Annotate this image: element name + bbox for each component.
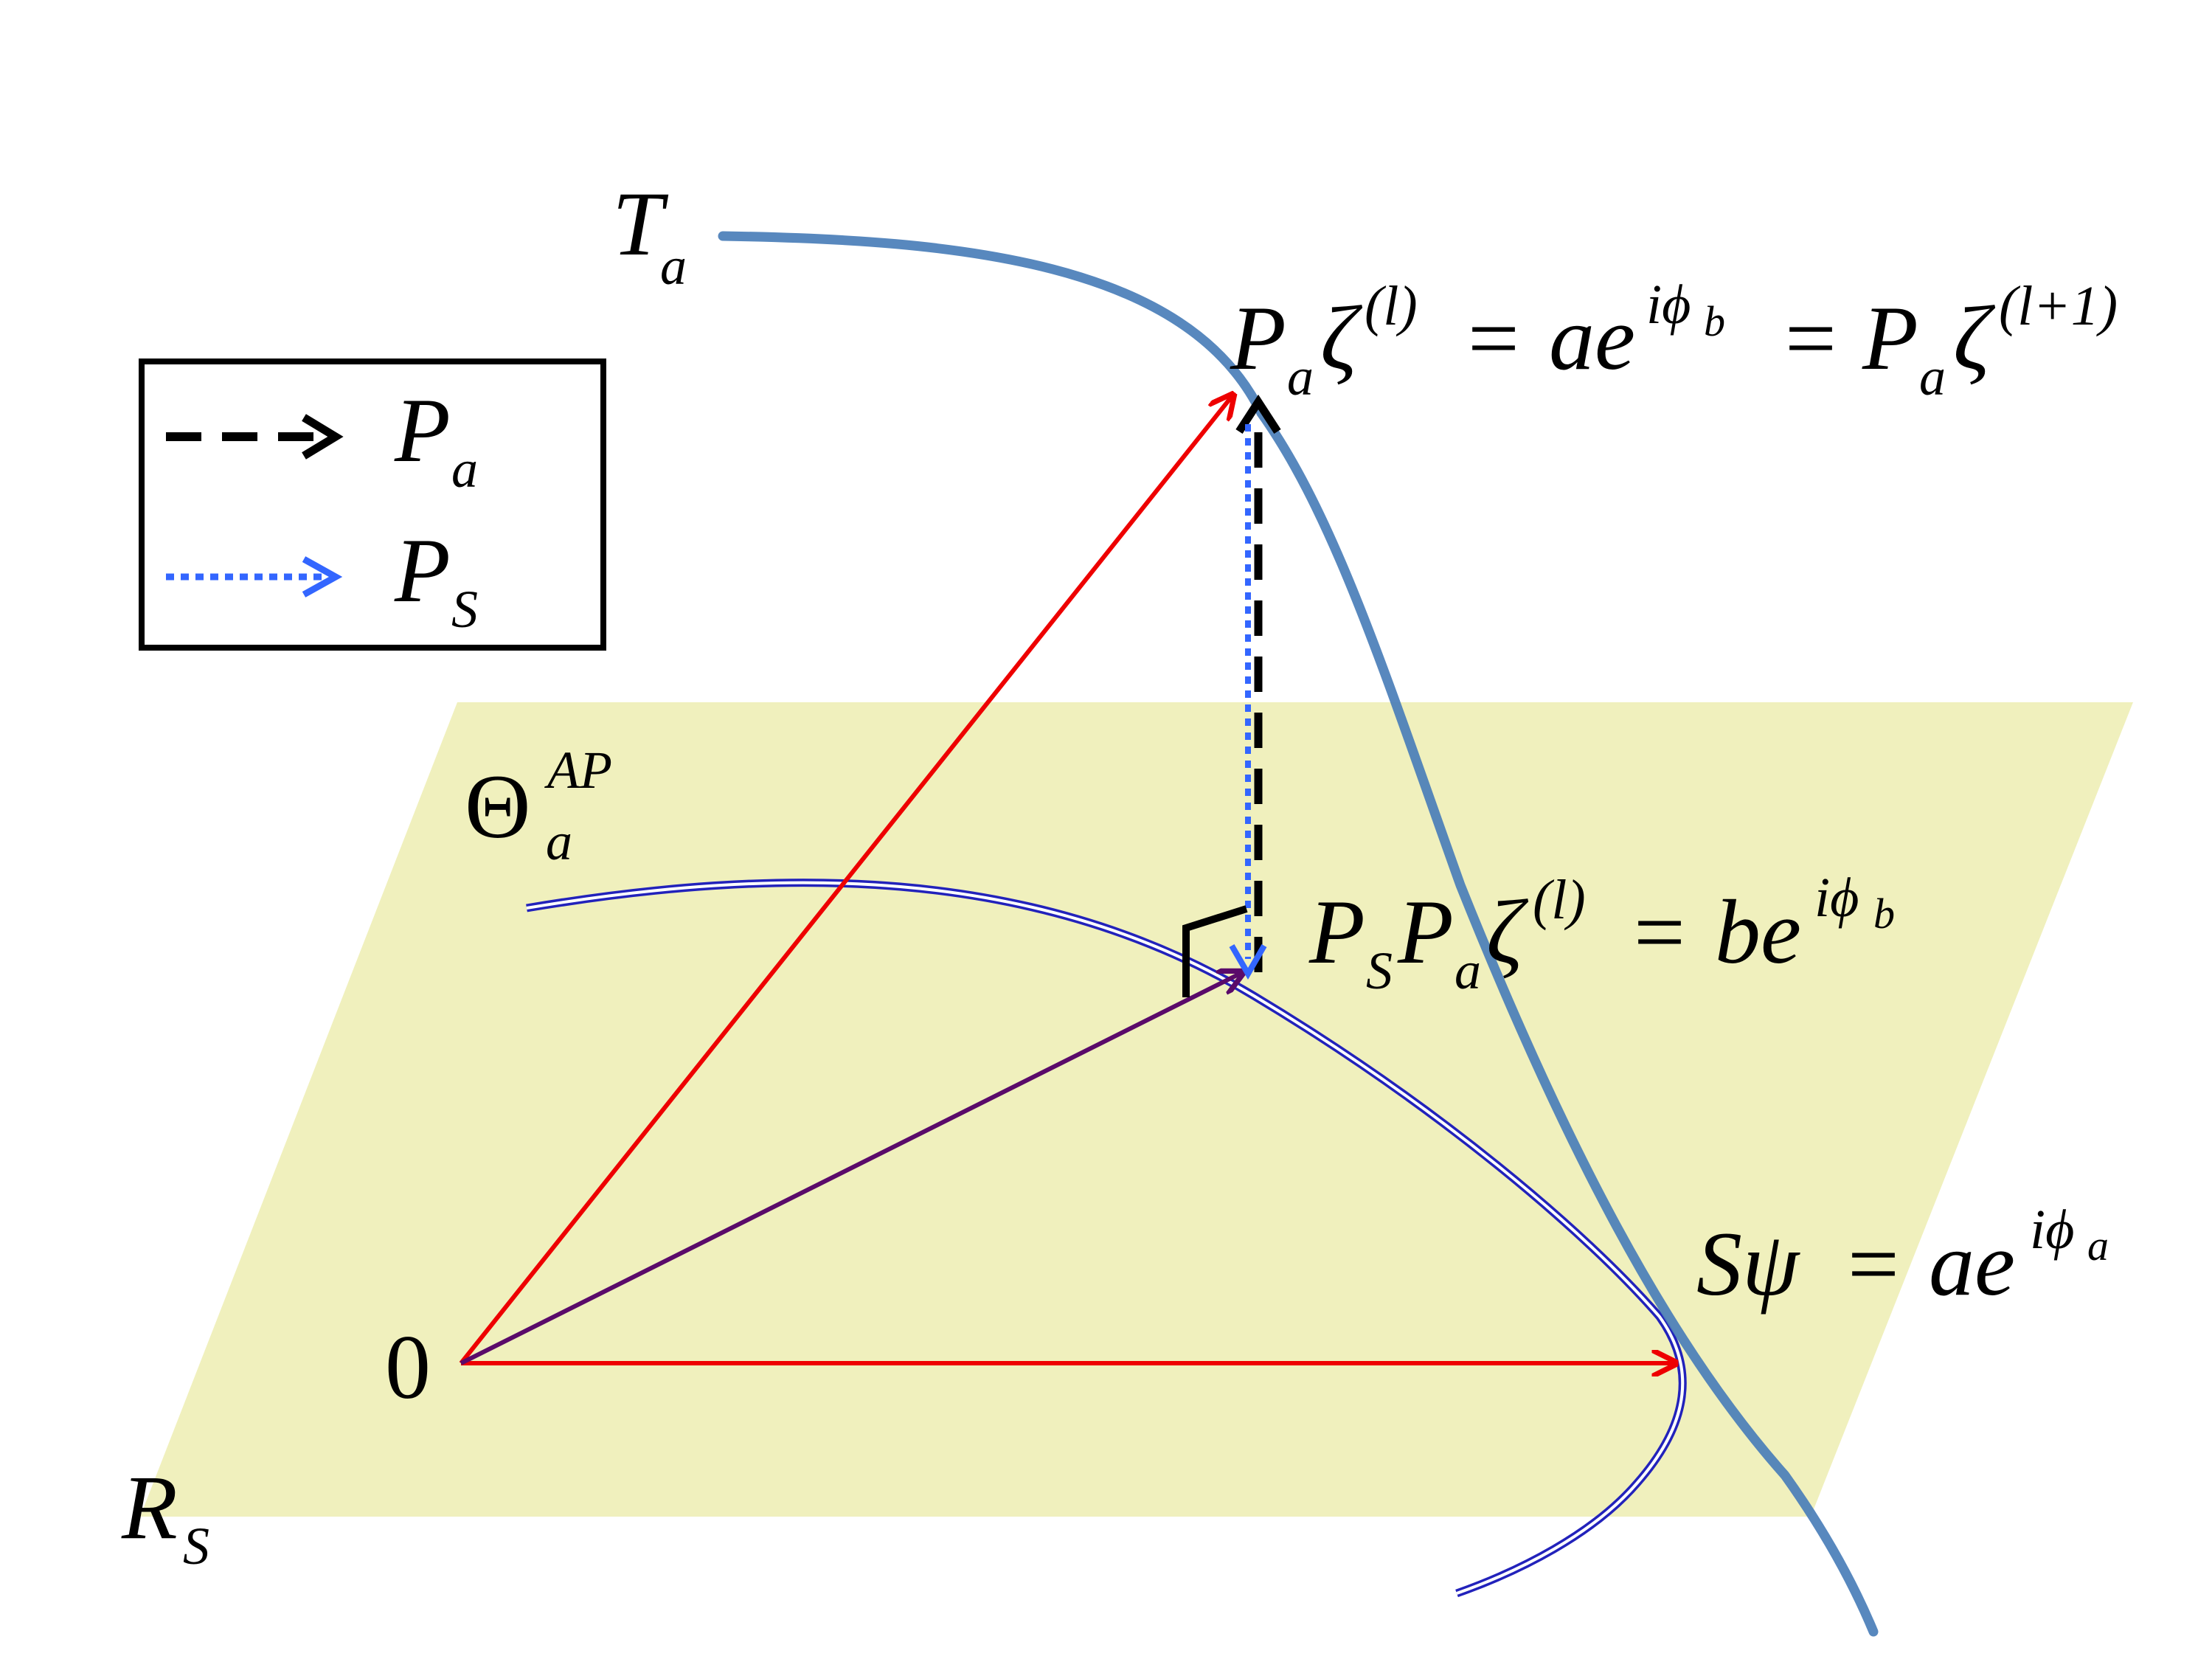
eq-mid-PS: P (1308, 882, 1365, 983)
eq-top-ae-sup: iϕ (1646, 274, 1691, 336)
equation-right: Sψ = ae iϕ a (1696, 1199, 2109, 1315)
eq-right-ae: ae (1929, 1213, 2015, 1315)
eq-mid-be-sup: iϕ (1814, 867, 1859, 929)
Ta-symbol: T (612, 173, 669, 274)
eq-mid-PS-sub: S (1366, 941, 1393, 1000)
eq-top-equals1: = (1468, 288, 1519, 389)
eq-top-zeta1-sup: (l) (1365, 275, 1418, 337)
eq-mid-be-supsub: b (1873, 890, 1895, 938)
eq-top-equals2: = (1785, 288, 1837, 389)
legend-item-Pa: P a (166, 380, 478, 499)
legend-box (139, 359, 606, 651)
legend-Pa-symbol: P (394, 380, 451, 481)
RS-symbol: R (121, 1457, 178, 1558)
eq-mid-equals: = (1634, 882, 1685, 983)
legend-PS-subscript: S (451, 580, 478, 639)
eq-mid-be: be (1715, 882, 1801, 983)
projection-Pa-arrow (1235, 394, 1281, 972)
eq-top-zeta1: ζ (1320, 288, 1363, 389)
eq-mid-zeta: ζ (1486, 882, 1529, 983)
projection-PS-arrow (1229, 424, 1267, 980)
eq-mid-Pa: P (1397, 882, 1454, 983)
eq-right-Spsi: Sψ (1696, 1213, 1800, 1315)
vector-to-top (459, 395, 1233, 1365)
theta-curve (526, 879, 1687, 1598)
plane-RS (140, 702, 2133, 1517)
eq-top-zeta2: ζ (1953, 288, 1996, 389)
Theta-superscript: AP (544, 741, 612, 800)
equation-top: P a ζ (l) = ae iϕ b = P a ζ (l+1) (1230, 274, 2118, 406)
legend-PS-symbol: P (394, 520, 451, 621)
eq-mid-zeta-sup: (l) (1533, 869, 1586, 931)
legend: P a P S (139, 359, 606, 651)
eq-top-P1-sub: a (1287, 347, 1314, 406)
eq-top-ae: ae (1549, 288, 1635, 389)
eq-top-P2: P (1862, 288, 1918, 389)
eq-top-ae-supsub: b (1704, 297, 1725, 345)
Ta-subscript: a (660, 237, 687, 296)
Theta-symbol: Θ (465, 756, 531, 857)
label-RS: R S (121, 1457, 209, 1576)
eq-top-P2-sub: a (1919, 347, 1946, 406)
origin-label: 0 (385, 1317, 431, 1418)
eq-mid-Pa-sub: a (1455, 941, 1481, 1000)
eq-top-P1: P (1230, 288, 1286, 389)
eq-right-ae-sup: iϕ (2030, 1199, 2074, 1261)
eq-right-ae-supsub: a (2087, 1222, 2109, 1270)
legend-item-PS: P S (166, 520, 478, 639)
RS-subscript: S (183, 1517, 209, 1576)
label-Ta: T a (612, 173, 687, 296)
eq-top-zeta2-sup: (l+1) (1999, 275, 2118, 337)
Theta-subscript: a (546, 812, 572, 871)
right-angle-mark (1182, 905, 1248, 997)
vector-to-projection (460, 972, 1243, 1365)
equation-mid: P S P a ζ (l) = be iϕ b (1308, 867, 1895, 1000)
legend-Pa-subscript: a (451, 440, 478, 499)
label-Theta: Θ a AP (465, 741, 612, 871)
Ta-curve (718, 231, 1879, 1637)
eq-right-equals: = (1848, 1213, 1899, 1315)
